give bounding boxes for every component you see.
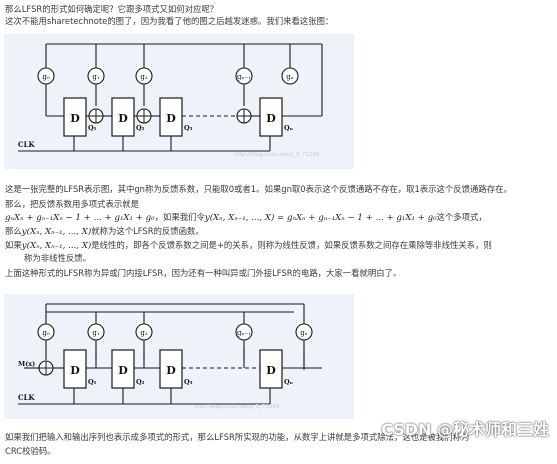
feedback-function: y(Xₙ, Xₙ₋₁, ..., X) [21,241,92,251]
line5-prefix: 如果 [5,240,22,250]
input-label: M(x) [18,360,35,368]
polynomial-1: gₙXₙ + gₙ₋₁Xₙ − 1 + ... + g₁X₁ + g₀ [5,213,155,223]
poly2-suffix: 这个多项式， [436,212,487,222]
figure-watermark: http://blog.csdn.net/z_3_71209 [234,152,320,158]
output-label: Qₙ [284,124,294,132]
register-label: D [266,364,276,377]
tap-label: g₀ [42,329,49,337]
line4-suffix: 就称为这个LFSR的反馈函数。 [91,226,204,236]
intro-line-2: 这次不能用sharetechnote的图了，因为我看了他的图之后越发迷惑。我们来… [5,16,334,26]
csdn-watermark: CSDN @秘术师和三姓 [381,420,549,439]
explain-line-1: 这是一张完整的LFSR表示图，其中gn称为反馈系数，只能取0或者1。如果gn取0… [5,184,512,194]
register-label: D [70,364,80,377]
register-label: D [70,112,80,125]
clock-label: CLK [18,140,35,149]
explain-line-7: 上面这种形式的LFSR称为异或门内接LFSR，因为还有一种叫异或门外接LFSR的… [5,268,402,278]
output-label: Q₃ [184,378,193,386]
tap-label: gₙ₋₁ [237,73,251,81]
figure-watermark: http://blog.csdn.net/z_3_71209 [194,404,280,410]
polynomial-2: y(Xₙ, Xₙ₋₁, ..., X) = gₙXₙ + gₙ₋₁Xₙ − 1 … [204,213,437,223]
explain-line-6: 称为非线性反馈。 [24,253,91,263]
register-label: D [118,364,128,377]
output-label: Qₙ [284,378,294,386]
output-label: Q₁ [88,124,97,132]
tap-label: g₁ [92,329,99,337]
tap-label: gₙ₋₁ [237,329,251,337]
tap-label: g₁ [92,73,99,81]
conclusion-line-2: CRC校验码。 [5,446,56,456]
poly1-suffix: ，如果我们令 [154,212,205,222]
intro-line-1: 那么LFSR的形式如何确定呢？它跟多项式又如何对应呢？ [5,4,219,14]
lfsr-figure-external-xor: D D D D g₀ g₁ g₂ gₙ₋₁ gₙ Q₁ Q₂ Q₃ Qₙ M(x… [4,294,354,419]
feedback-function: y(Xₙ, Xₙ₋₁, ..., X) [21,227,92,237]
register-label: D [118,112,128,125]
register-label: D [166,364,176,377]
lfsr-figure-internal-xor: D D D D g₀ g₁ g₂ gₙ₋₁ gₙ Q₁ Q₂ Q₃ Qₙ CLK… [4,34,354,169]
output-label: Q₂ [136,378,145,386]
register-label: D [266,112,276,125]
tap-label: g₂ [140,73,147,81]
output-label: Q₁ [88,378,97,386]
tap-label: gₙ [286,73,294,81]
register-label: D [166,112,176,125]
conclusion-line-1: 如果我们把输入和输出序列也表示成多项式的形式，那么LFSR所实现的功能，从数字上… [5,432,470,442]
line5-suffix: 是线性的，即各个反馈系数之间是+的关系，则称为线性反馈，如果反馈系数之间存在乘除… [91,240,492,250]
output-label: Q₂ [136,124,145,132]
output-label: Q₃ [184,124,193,132]
line4-prefix: 那么 [5,226,22,236]
tap-label: g₀ [42,73,49,81]
tap-label: g₂ [140,329,147,337]
clock-label: CLK [18,393,35,402]
explain-line-2: 那么，把反馈系数用多项式表示就是 [5,199,139,209]
tap-label: gₙ [300,329,308,337]
